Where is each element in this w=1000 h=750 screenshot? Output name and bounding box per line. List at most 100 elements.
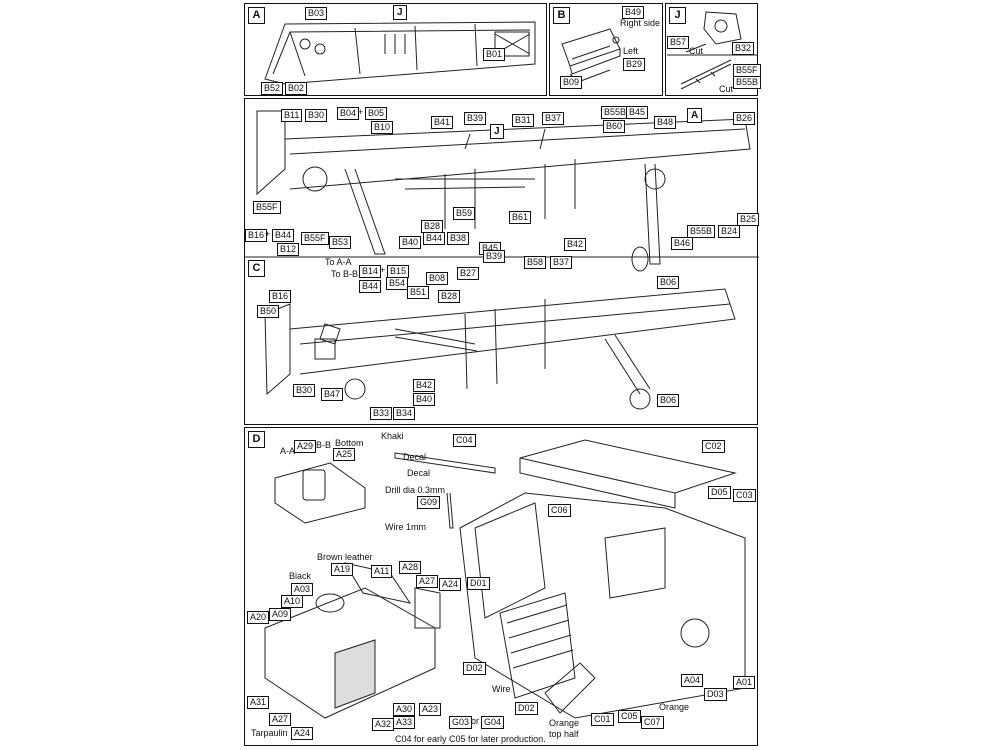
part-label: B55B — [687, 225, 716, 238]
part-label: A33 — [393, 716, 416, 729]
orange-top-half-text: Orange top half — [549, 718, 580, 739]
part-label: B02 — [285, 82, 308, 95]
part-label: A20 — [247, 611, 270, 624]
part-label: A24 — [291, 727, 314, 740]
left-text: Left — [623, 46, 639, 56]
part-label: B08 — [426, 272, 449, 285]
part-label: B58 — [524, 256, 547, 269]
panel-c-label: C — [248, 260, 265, 277]
part-label: C01 — [591, 713, 614, 726]
part-label: B59 — [453, 207, 476, 220]
panel-j-label: J — [669, 7, 686, 24]
part-label: A28 — [399, 561, 422, 574]
wire-1mm-text: Wire 1mm — [385, 522, 426, 532]
part-label: B44 — [359, 280, 382, 293]
part-label: B32 — [732, 42, 755, 55]
b-b-text: B-B — [316, 440, 332, 450]
part-label: A25 — [333, 448, 356, 461]
part-label: B53 — [329, 236, 352, 249]
part-label: A10 — [281, 595, 304, 608]
part-label: B50 — [257, 305, 280, 318]
black-text: Black — [289, 571, 312, 581]
panel-d-label: D — [248, 431, 265, 448]
part-label: C07 — [641, 716, 664, 729]
panel-d: D A-A A29 B-B B — [244, 427, 758, 746]
part-label: A01 — [733, 676, 756, 689]
part-label: A29 — [294, 440, 317, 453]
part-label: B10 — [371, 121, 394, 134]
cab-drawing-d — [264, 439, 746, 719]
part-label: B06 — [657, 276, 680, 289]
part-label: B12 — [277, 243, 300, 256]
part-label: B39 — [464, 112, 487, 125]
part-label: C03 — [733, 489, 756, 502]
part-label: D01 — [467, 577, 490, 590]
part-label: B49 — [622, 6, 645, 19]
part-label: G04 — [481, 716, 505, 729]
part-label: B06 — [657, 394, 680, 407]
khaki-text: Khaki — [381, 431, 404, 441]
part-label: B05 — [365, 107, 388, 120]
part-label: B01 — [483, 48, 506, 61]
bracket-drawing-j — [667, 11, 758, 90]
tarpaulin-text: Tarpaulin — [251, 728, 288, 738]
bottom-text: Bottom — [335, 438, 364, 448]
part-label: B40 — [399, 236, 422, 249]
part-label: B14 — [359, 265, 382, 278]
part-label: D02 — [515, 702, 538, 715]
part-label: A24 — [439, 578, 462, 591]
part-label: B30 — [305, 109, 328, 122]
or-text: or — [471, 716, 480, 726]
part-label: B61 — [509, 211, 532, 224]
part-label: B16 — [245, 229, 268, 242]
part-label: A23 — [419, 703, 442, 716]
part-label: B15 — [387, 265, 410, 278]
wire-text: Wire — [492, 684, 511, 694]
part-label: B37 — [542, 112, 565, 125]
part-label: C05 — [618, 710, 641, 723]
part-label: A31 — [247, 696, 270, 709]
part-label: C06 — [548, 504, 571, 517]
part-label: B57 — [667, 36, 690, 49]
part-label: A32 — [372, 718, 395, 731]
part-label: A30 — [393, 703, 416, 716]
part-label: A09 — [269, 608, 292, 621]
production-footnote: C04 for early C05 for later production. — [395, 734, 546, 744]
brown-leather-text: Brown leather — [317, 552, 373, 562]
part-label: B04 — [337, 107, 360, 120]
orange-text: Orange — [659, 702, 690, 712]
callout-j: J — [490, 124, 504, 139]
part-label: B46 — [671, 237, 694, 250]
part-label: B34 — [393, 407, 416, 420]
decal-text: Decal — [403, 452, 427, 462]
part-label: B31 — [512, 114, 535, 127]
part-label: D05 — [708, 486, 731, 499]
part-label: D02 — [463, 662, 486, 675]
panel-b-label: B — [553, 7, 570, 24]
part-label: B41 — [431, 116, 454, 129]
part-label: G03 — [449, 716, 473, 729]
a-a-text: A-A — [280, 446, 296, 456]
panel-a: A B03 J B01 B52 B02 — [244, 3, 547, 96]
callout-j: J — [393, 5, 407, 20]
part-label: B45 — [626, 106, 649, 119]
part-label: B25 — [737, 213, 760, 226]
decal-text: Decal — [407, 468, 431, 478]
part-label: B29 — [623, 58, 646, 71]
part-label: A27 — [416, 575, 439, 588]
drill-text: Drill dia 0.3mm — [385, 485, 446, 495]
to-a-a-text: To A-A — [325, 257, 352, 267]
part-label: B60 — [603, 120, 626, 133]
part-label: B16 — [269, 290, 292, 303]
part-label: A19 — [331, 563, 354, 576]
panel-j: J B57 B32 Cut B55F B55B Cut — [665, 3, 762, 96]
part-label: C02 — [702, 440, 725, 453]
to-b-b-text: To B-B — [331, 269, 359, 279]
part-label: B42 — [413, 379, 436, 392]
part-label: B42 — [564, 238, 587, 251]
cut-text: Cut — [689, 46, 704, 56]
part-label: B55B — [733, 76, 762, 89]
part-label: B55F — [253, 201, 281, 214]
chassis-drawing — [245, 110, 759, 410]
part-label: B54 — [386, 277, 409, 290]
